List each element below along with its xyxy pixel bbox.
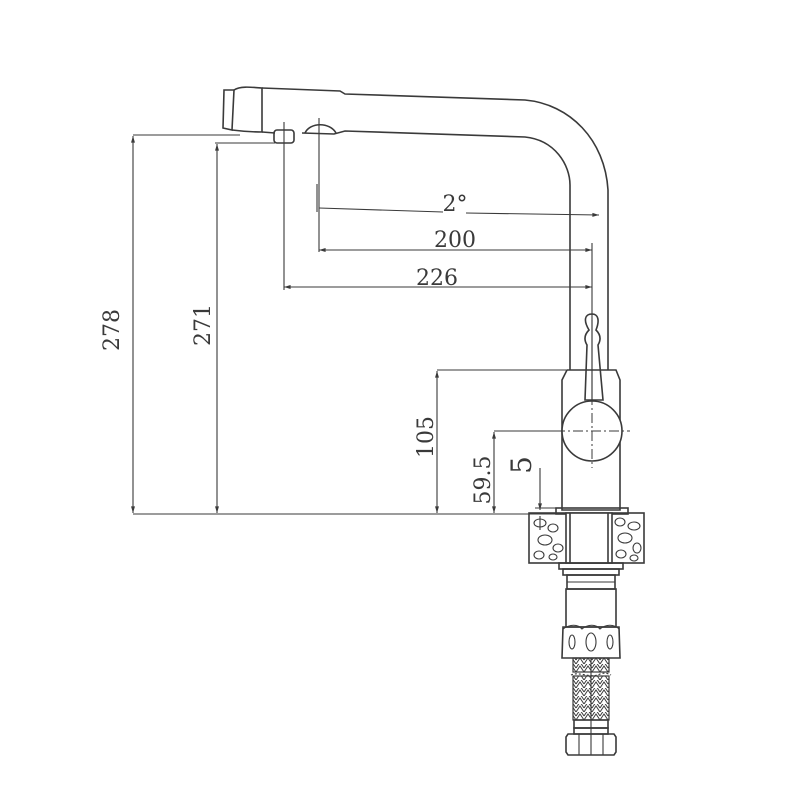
cartridge-body: [555, 369, 630, 515]
dim-spout-reach-inner: 200: [318, 146, 593, 400]
dim-label-226: 226: [416, 266, 458, 291]
dim-label-278: 278: [100, 309, 125, 351]
dim-body-height: 105: [414, 369, 566, 513]
dim-deck-gap: 5: [505, 456, 556, 530]
mounting-shank: [558, 562, 624, 659]
dim-label-105: 105: [414, 416, 439, 458]
dim-spout-angle: 2°: [316, 184, 600, 217]
dim-label-59-5: 59.5: [471, 456, 496, 505]
lever-handle: [584, 313, 604, 401]
dim-label-200: 200: [434, 228, 476, 253]
dim-overall-height: 278: [100, 136, 135, 513]
dim-label-5: 5: [505, 456, 538, 474]
braided-hose: [570, 657, 612, 735]
dim-label-271: 271: [191, 304, 216, 346]
countertop-section: [528, 512, 645, 564]
spout: [222, 86, 609, 370]
dim-lever-axis-height: 59.5: [471, 430, 562, 513]
dim-label-2deg: 2°: [443, 192, 468, 217]
dim-spout-reach-outer: 226: [283, 146, 593, 291]
hose-nut: [565, 733, 617, 756]
dim-spout-outlet-height: 271: [191, 144, 219, 513]
